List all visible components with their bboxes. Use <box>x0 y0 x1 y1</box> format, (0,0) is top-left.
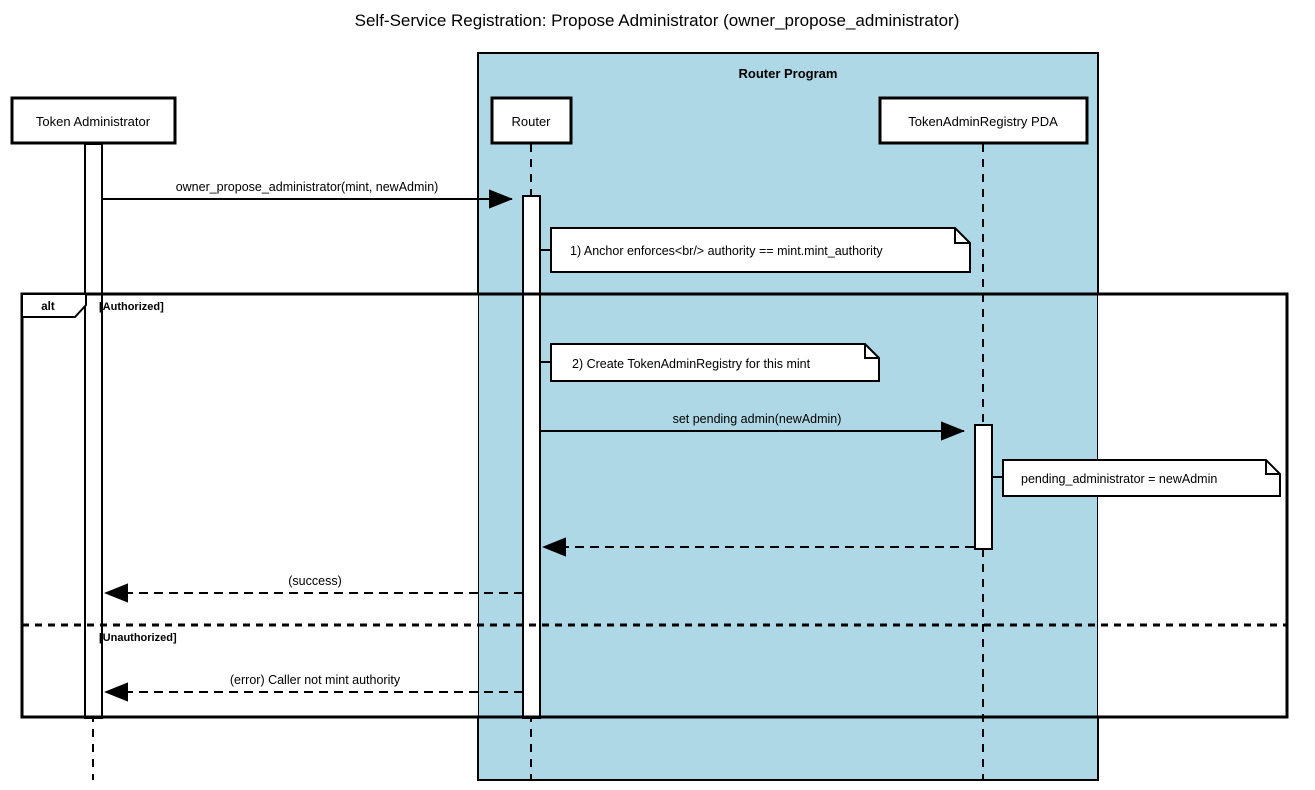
group-box-rect <box>477 52 1099 781</box>
page-title: Self-Service Registration: Propose Admin… <box>355 11 960 30</box>
note-fold-2 <box>864 344 879 359</box>
alt-fragment-chrome: alt [Authorized] [Unauthorized] <box>20 292 1289 719</box>
participant-label-pda: TokenAdminRegistry PDA <box>908 114 1058 129</box>
activation-bars <box>84 143 993 719</box>
note-body-2 <box>550 343 880 382</box>
participant-tokenadmin[interactable]: Token Administrator <box>10 96 177 145</box>
participant-label-tokenadmin: Token Administrator <box>36 114 151 129</box>
alt-fragment-guard-authorized: [Authorized] <box>99 301 164 313</box>
message-label-1: owner_propose_administrator(mint, newAdm… <box>176 180 439 194</box>
note-anchor-enforces: 1) Anchor enforces<br/> authority == min… <box>540 227 971 273</box>
note-text-2: 2) Create TokenAdminRegistry for this mi… <box>572 357 811 371</box>
activation-bar-pda <box>974 424 993 550</box>
alt-fragment-border <box>20 292 1289 719</box>
note-fold-1 <box>954 228 970 244</box>
group-box-title: Router Program <box>739 66 838 81</box>
note-fold-3 <box>1265 460 1280 475</box>
note-text-3: pending_administrator = newAdmin <box>1021 472 1217 486</box>
note-body-1 <box>550 227 971 273</box>
message-label-4: (success) <box>288 574 341 588</box>
note-body-3 <box>1002 459 1281 497</box>
participant-box-router[interactable] <box>490 96 573 145</box>
participant-pda[interactable]: TokenAdminRegistry PDA <box>878 96 1089 145</box>
participant-box-tokenadmin[interactable] <box>10 96 177 145</box>
message-success: (success) <box>104 574 523 603</box>
participant-box-pda[interactable] <box>878 96 1089 145</box>
alt-fragment-operator-label: alt <box>41 301 55 313</box>
participant-router[interactable]: Router <box>490 96 573 145</box>
note-create-registry: 2) Create TokenAdminRegistry for this mi… <box>540 343 880 382</box>
activation-bar-router <box>522 195 541 719</box>
message-owner-propose-administrator: owner_propose_administrator(mint, newAdm… <box>102 180 513 209</box>
message-error: (error) Caller not mint authority <box>104 673 523 702</box>
note-pending-administrator: pending_administrator = newAdmin <box>992 459 1281 497</box>
group-box-router-program: Router Program <box>477 52 1099 781</box>
note-text-1: 1) Anchor enforces<br/> authority == min… <box>570 244 883 258</box>
message-label-2: set pending admin(newAdmin) <box>673 412 842 426</box>
alt-fragment-fill-right <box>1098 294 1287 717</box>
alt-fragment-guard-unauthorized: [Unauthorized] <box>99 632 177 644</box>
participant-label-router: Router <box>511 114 551 129</box>
message-set-pending-admin: set pending admin(newAdmin) <box>540 412 965 441</box>
alt-fragment-operator-tab <box>21 293 87 318</box>
message-label-5: (error) Caller not mint authority <box>230 673 401 687</box>
